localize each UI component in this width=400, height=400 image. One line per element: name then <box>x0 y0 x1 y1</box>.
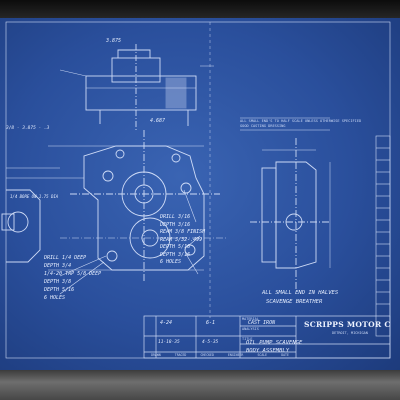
left-callout-line: DEPTH 5/16 <box>44 287 75 293</box>
revision-column <box>375 135 391 337</box>
general-note: ALL SMALL END'S TO HALF SCALE UNLESS OTH… <box>240 119 362 123</box>
footer-label: DATE <box>281 353 289 357</box>
blueprint-sheet: 3.875 4.687 3/8 - 3.875 - .3 1/4 BORE ON… <box>0 18 400 370</box>
right-callout-line: REAM 5/32-.499 <box>160 236 203 243</box>
right-callout-block: DRILL 3/16 DEPTH 3/16 REAM 3/8 FINISH RE… <box>160 214 205 267</box>
left-section-view <box>1 167 84 263</box>
small-note: 1/4 BORE ON 1.75 DIA <box>10 194 59 199</box>
left-dimension: 3/8 - 3.875 - .3 <box>6 126 50 131</box>
sheet-bottom-edge <box>0 370 400 400</box>
company-location: DETROIT, MICHIGAN <box>332 331 368 335</box>
title-line-1: OIL PUMP SCAVENGE <box>246 340 303 346</box>
footer-label: CHECKED <box>200 353 214 357</box>
top-dimension: 3.875 <box>106 38 122 44</box>
title-block-row1-left: 4-24 <box>160 320 173 326</box>
title-block-row1-mid: 6-1 <box>206 320 216 326</box>
footer-label: ENGINEER <box>228 353 244 357</box>
material-value: CAST IRON <box>248 320 276 326</box>
right-callout-line: 6 HOLES <box>160 259 182 265</box>
right-side-view <box>250 138 331 290</box>
title-block-footer: DRAWN TRACED CHECKED ENGINEER SCALE DATE <box>144 353 296 357</box>
right-callout-line: REAM 3/8 FINISH <box>160 229 206 235</box>
drawing-lines <box>1 21 391 359</box>
drawing-border <box>5 21 391 359</box>
left-callout-line: 6 HOLES <box>44 295 66 301</box>
footer-label: TRACED <box>174 353 187 357</box>
right-callout-line: DEPTH 5/16 <box>160 244 191 250</box>
sheet-top-edge <box>0 0 400 18</box>
company-name: SCRIPPS MOTOR C <box>304 320 391 329</box>
right-callout-line: DEPTH 3/16 <box>160 221 191 228</box>
general-note-2: GOOD CASTING DRESSING <box>240 124 286 128</box>
title-block-row2-mid: 4-5-35 <box>202 340 219 345</box>
title-block-grid <box>143 315 391 359</box>
right-callout-line: DRILL 3/16 <box>160 214 191 220</box>
right-note: ALL SMALL END IN HALVES <box>262 290 339 296</box>
right-callout-line: DEPTH 3/16 <box>160 251 191 258</box>
title-block-row2-left: 11-18-35 <box>158 340 180 345</box>
analysis-label: ANALYSIS <box>242 327 259 331</box>
material-label: MATERIAL <box>242 317 259 321</box>
left-callout-block: DRILL 1/4 DEEP DEPTH 3/4 1/4-20 TAP 5/8 … <box>44 254 101 302</box>
left-callout-line: DEPTH 3/4 <box>44 263 72 269</box>
left-callout-line: DEPTH 3/8 <box>44 279 72 285</box>
left-callout-line: 1/4-20 TAP 5/8 DEEP <box>44 271 102 277</box>
left-callout-line: DRILL 1/4 DEEP <box>44 255 87 261</box>
footer-label: DRAWN <box>151 353 161 357</box>
footer-label: SCALE <box>257 353 268 357</box>
top-section-view <box>59 44 214 130</box>
title-line-2: BODY ASSEMBLY <box>246 348 290 354</box>
title-label: TITLE <box>242 337 253 341</box>
mid-dimension: 4.687 <box>150 118 166 124</box>
leader-lines <box>59 189 201 295</box>
right-note-2: SCAVENGE BREATHER <box>266 299 323 305</box>
